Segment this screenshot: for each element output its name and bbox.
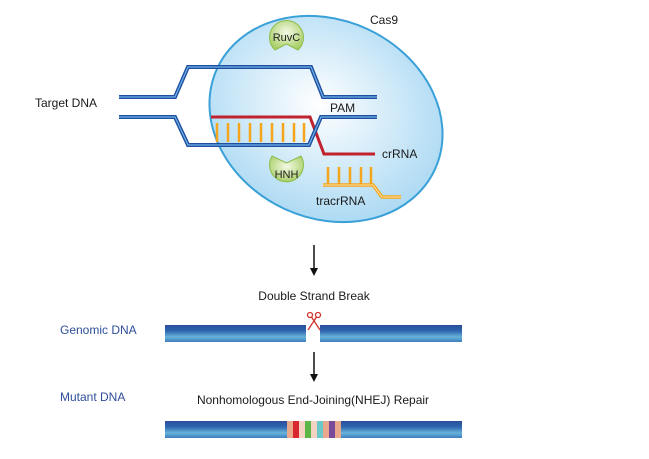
scissors-icon [306, 311, 322, 331]
tracrrna-label: tracrRNA [316, 194, 365, 208]
arrow-down-icon [310, 245, 318, 276]
insert-stripe [317, 421, 323, 438]
insert-stripe [287, 421, 293, 438]
genomic-dna-left-segment [165, 325, 306, 342]
insert-stripe [335, 421, 341, 438]
insert-stripe [305, 421, 311, 438]
insert-stripe [311, 421, 317, 438]
nhej-repair-label: Nonhomologous End-Joining(NHEJ) Repair [197, 393, 429, 407]
arrow-down-icon [310, 352, 318, 382]
target-dna-label: Target DNA [35, 96, 97, 110]
dna-top-strand [119, 65, 377, 99]
insert-stripe [299, 421, 305, 438]
cas9-label: Cas9 [370, 13, 398, 27]
insert-stripe [329, 421, 335, 438]
ruvc-domain: RuvC [269, 19, 304, 51]
crrna-label: crRNA [382, 147, 417, 161]
crrna-strand [211, 115, 375, 156]
cas9-protein [208, 14, 444, 224]
mutation-insert [287, 421, 341, 438]
mutant-dna-label: Mutant DNA [60, 390, 125, 404]
ruvc-label: RuvC [273, 32, 301, 44]
insert-stripe [293, 421, 299, 438]
tracrrna-strand [323, 167, 401, 199]
genomic-dna-label: Genomic DNA [60, 323, 137, 337]
genomic-dna-right-segment [320, 325, 462, 342]
hnh-label: HNH [275, 169, 299, 181]
double-strand-break-label: Double Strand Break [258, 289, 370, 303]
insert-stripe [323, 421, 329, 438]
pam-label: PAM [330, 101, 355, 115]
dna-bottom-strand [119, 115, 377, 147]
hnh-domain: HNH [269, 155, 304, 183]
crrna-base-pairs [215, 123, 306, 142]
